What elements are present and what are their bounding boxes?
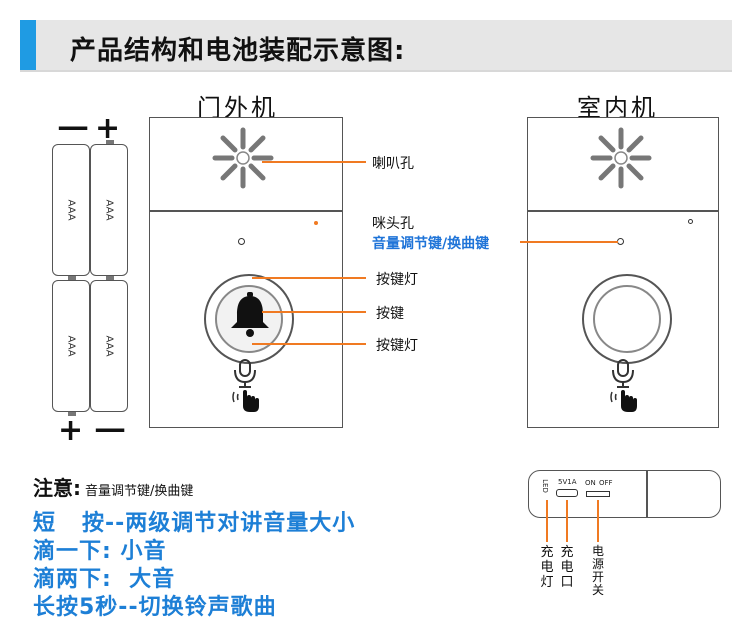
battery-terminal [68, 412, 76, 416]
device-split-line [528, 210, 718, 212]
side-panel-divider [646, 471, 648, 517]
note-line: 短 按--两级调节对讲音量大小 [33, 511, 356, 536]
minus-sign-bottom: 一 [95, 415, 125, 450]
minus-sign-top: 一 [58, 113, 88, 148]
callout-line-volume [520, 241, 618, 243]
callout-line-key [262, 311, 366, 313]
charge-port[interactable] [556, 489, 578, 497]
note-heading: 注意: 音量调节键/换曲键 [33, 472, 193, 501]
label-charge-light: 充电灯 [540, 545, 554, 590]
callout-line-keylight-bottom [252, 343, 366, 345]
plus-sign-top: + [95, 111, 121, 146]
battery-label: AAA [103, 335, 115, 357]
note-line: 滴两下: 大音 [33, 567, 176, 592]
note-line: 滴一下: 小音 [33, 539, 167, 564]
bell-icon [231, 292, 269, 337]
microphone-touch-icon [232, 359, 259, 412]
port-label: 5V1A [558, 478, 577, 486]
led-label: LED [540, 479, 549, 493]
speaker-grille-icon [212, 127, 274, 189]
callout-line-power-switch [597, 500, 599, 542]
speaker-grille-icon [590, 127, 652, 189]
battery-terminal [106, 140, 114, 144]
battery-terminal [68, 276, 76, 280]
label-key-light-top: 按键灯 [376, 272, 418, 288]
indoor-mic-hole [688, 219, 693, 224]
device-split-line [150, 210, 342, 212]
microphone-touch-icon [610, 359, 637, 412]
battery-terminal [106, 276, 114, 280]
label-speaker: 喇叭孔 [372, 156, 414, 172]
volume-key[interactable] [617, 238, 624, 245]
battery-label: AAA [65, 199, 77, 221]
battery-cell: AAA [52, 280, 90, 416]
callout-line-charge-light [546, 500, 548, 542]
label-volume-key: 音量调节键/换曲键 [372, 236, 490, 252]
off-label: OFF [599, 479, 613, 487]
label-key-light-bottom: 按键灯 [376, 338, 418, 354]
indoor-key-ring [593, 285, 661, 353]
header-accent [20, 20, 36, 70]
on-label: ON [585, 479, 596, 487]
page-title: 产品结构和电池装配示意图: [70, 36, 406, 66]
label-key: 按键 [376, 306, 404, 322]
note-subtitle: 音量调节键/换曲键 [85, 484, 194, 499]
note-title: 注意: [33, 476, 81, 500]
battery-label: AAA [103, 199, 115, 221]
note-line: 长按5秒--切换铃声歌曲 [33, 595, 277, 620]
battery-cell: AAA [90, 276, 128, 412]
callout-line-speaker [262, 161, 366, 163]
power-switch[interactable] [586, 491, 610, 497]
label-mic: 咪头孔 [372, 216, 414, 232]
header-bar: 产品结构和电池装配示意图: [20, 20, 732, 72]
label-power-switch: 电源开关 [591, 544, 604, 597]
battery-label: AAA [65, 335, 77, 357]
mic-hole [238, 238, 245, 245]
callout-dot-mic [314, 221, 318, 225]
side-view-panel [528, 470, 721, 518]
label-charge-port: 充电口 [560, 545, 574, 590]
indoor-call-key[interactable] [582, 274, 672, 364]
battery-cell: AAA [90, 140, 128, 276]
callout-line-keylight-top [252, 277, 366, 279]
battery-cell: AAA [52, 144, 90, 280]
callout-line-charge-port [566, 500, 568, 542]
plus-sign-bottom: + [58, 413, 84, 448]
